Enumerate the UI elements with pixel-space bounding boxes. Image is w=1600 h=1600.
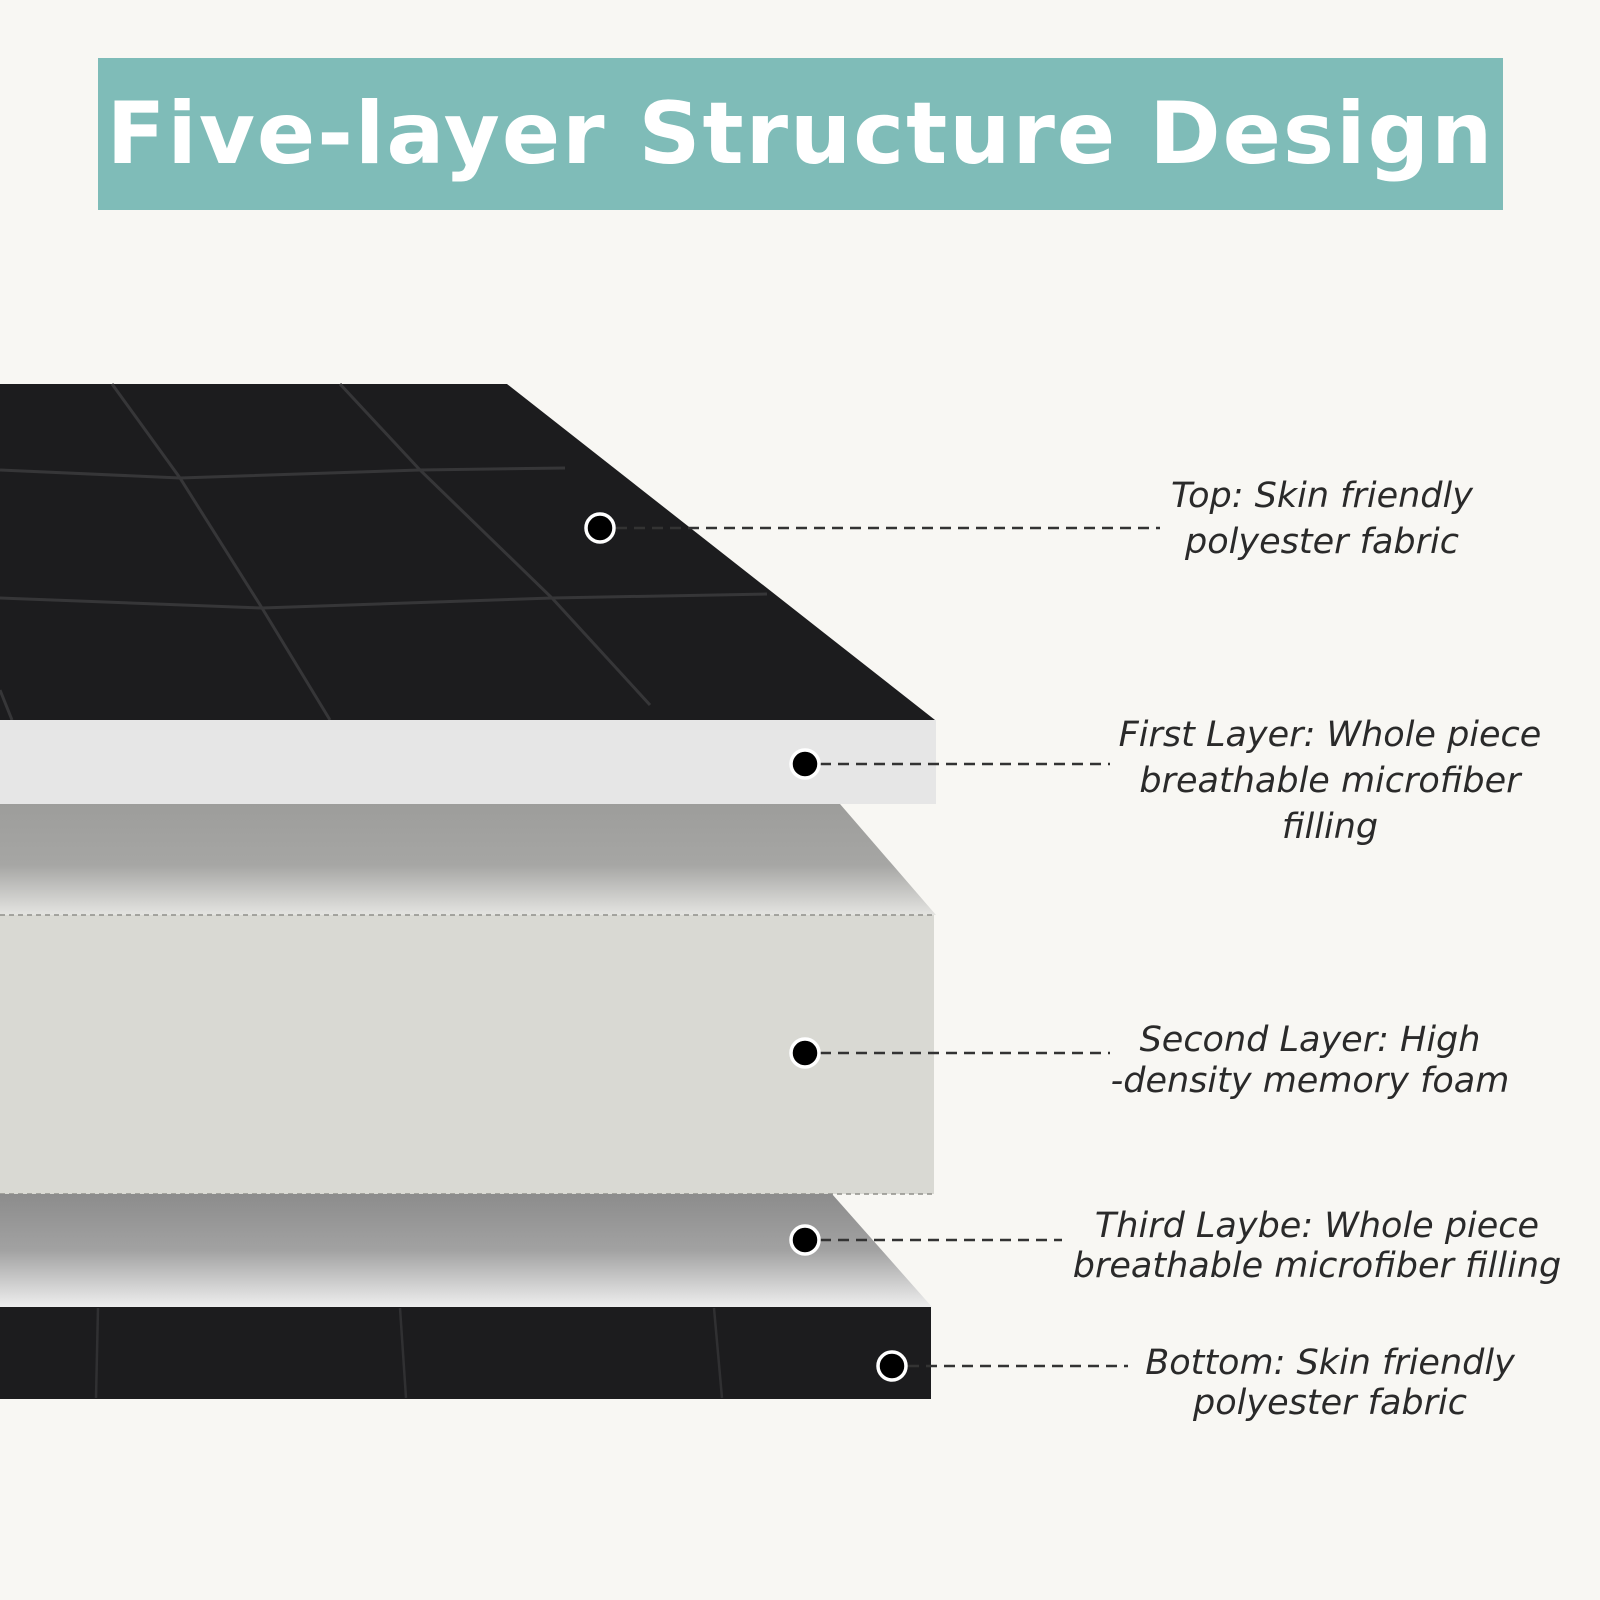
top-fabric-surface <box>0 384 935 720</box>
label-line: Top: Skin friendly <box>1171 476 1473 516</box>
label-third: Third Laybe: Whole piece breathable micr… <box>1062 1206 1572 1286</box>
label-second: Second Layer: High -density memory foam <box>1100 1020 1520 1102</box>
marker-dot-second <box>789 1037 821 1069</box>
bottom-fabric-layer <box>0 1307 931 1399</box>
label-line: filling <box>1281 807 1379 847</box>
label-line: breathable microfiber <box>1139 761 1521 801</box>
label-bottom: Bottom: Skin friendly polyester fabric <box>1130 1343 1530 1423</box>
label-line: Bottom: Skin friendly <box>1145 1343 1515 1383</box>
label-top: Top: Skin friendly polyester fabric <box>1152 473 1492 565</box>
first-microfiber-layer <box>0 720 936 804</box>
marker-dot-first <box>789 748 821 780</box>
label-line: First Layer: Whole piece <box>1118 715 1542 755</box>
marker-dot-third <box>789 1224 821 1256</box>
label-line: polyester fabric <box>1193 1383 1467 1423</box>
title-banner: Five-layer Structure Design <box>98 58 1503 210</box>
marker-dot-top <box>584 512 616 544</box>
label-line: breathable microfiber filling <box>1072 1246 1562 1286</box>
label-first: First Layer: Whole piece breathable micr… <box>1110 712 1550 850</box>
label-line: -density memory foam <box>1110 1061 1510 1101</box>
page-title: Five-layer Structure Design <box>106 84 1495 184</box>
label-line: Third Laybe: Whole piece <box>1094 1206 1540 1246</box>
marker-dot-bottom <box>876 1350 908 1382</box>
quilt-stitching <box>0 382 768 721</box>
third-microfiber-layer <box>0 1194 932 1307</box>
second-memory-foam-layer <box>0 915 934 1194</box>
foam-top-edge <box>0 804 936 915</box>
top-fabric-layer <box>0 382 935 721</box>
label-line: polyester fabric <box>1185 522 1459 562</box>
label-line: Second Layer: High <box>1139 1020 1481 1060</box>
